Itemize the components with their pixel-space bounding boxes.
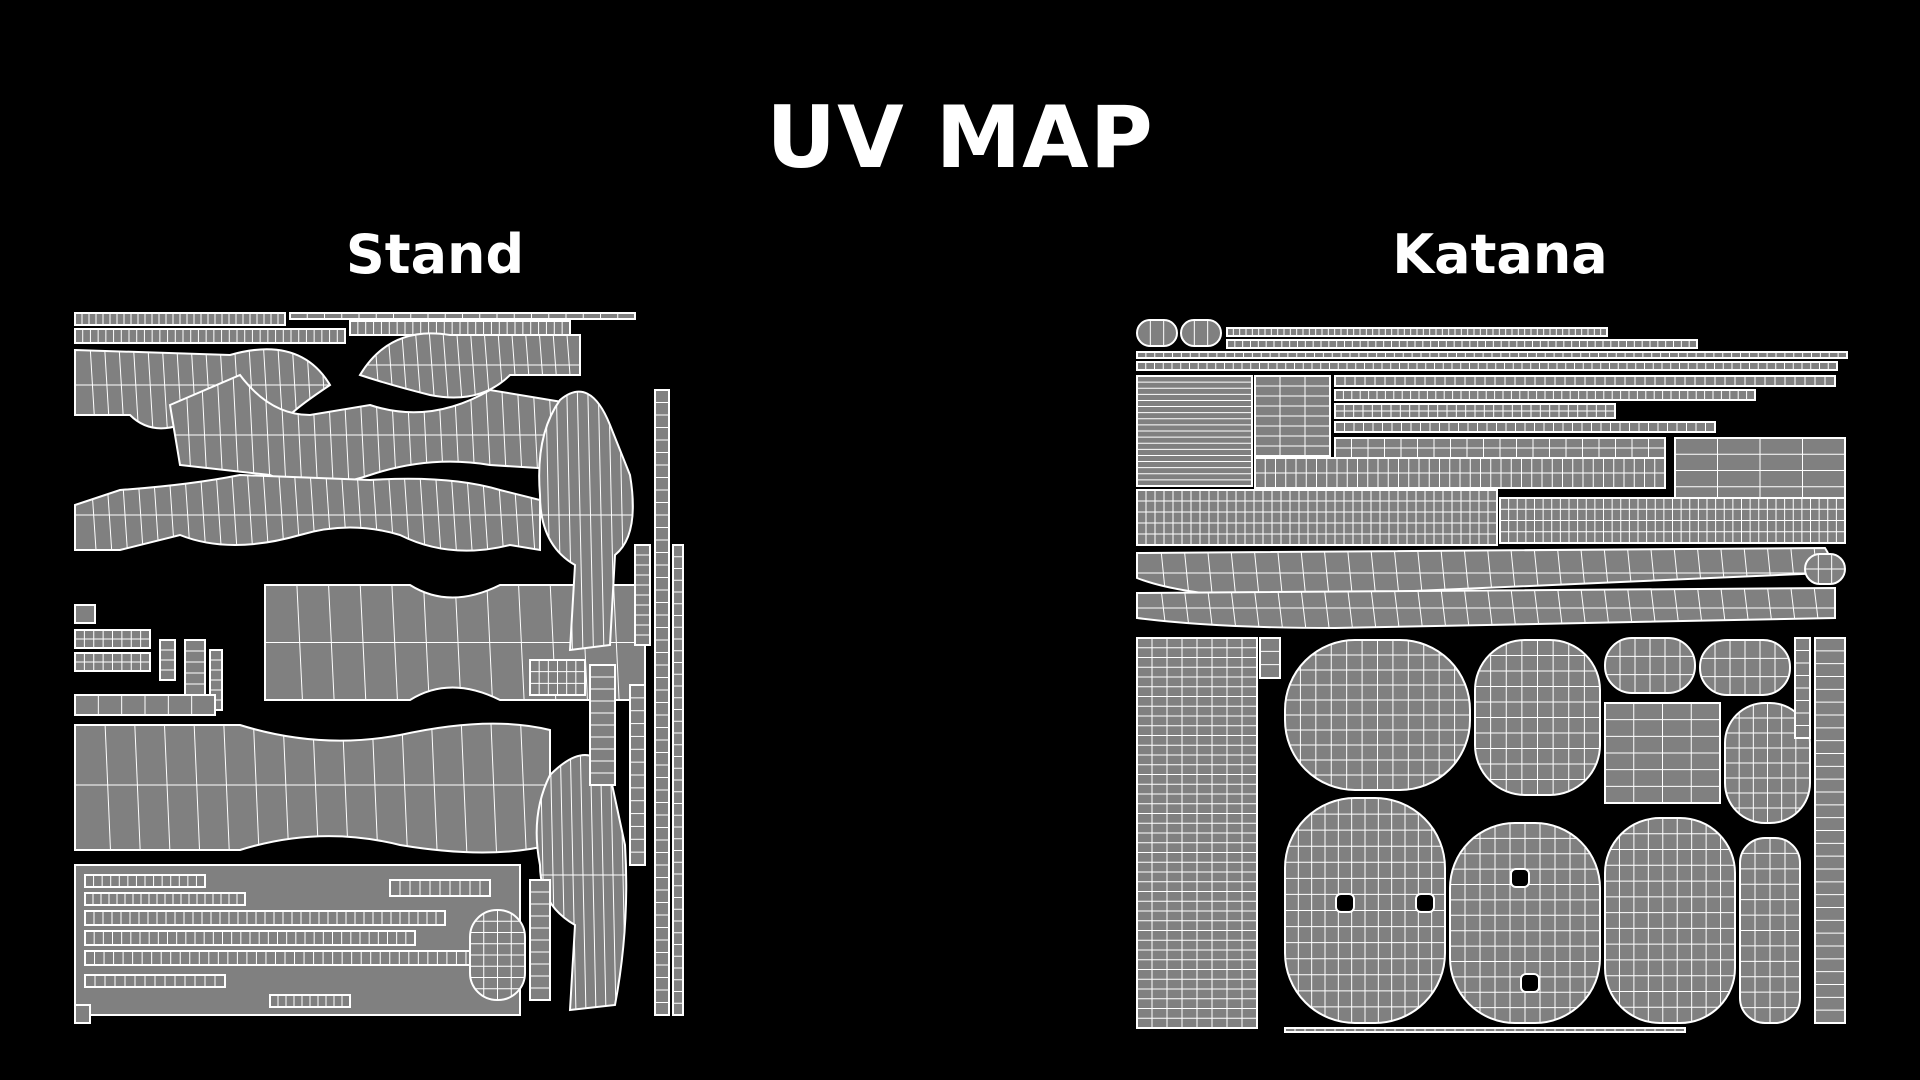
uv-island-round — [1284, 639, 1471, 791]
uv-strip — [84, 892, 246, 906]
uv-block — [1136, 637, 1258, 1029]
uv-strip — [1334, 375, 1836, 387]
uv-hole — [1510, 868, 1530, 888]
uv-block — [529, 659, 586, 696]
uv-island-round — [469, 909, 526, 1001]
uv-block — [159, 639, 176, 681]
uv-island-round — [1180, 319, 1222, 347]
uv-strip — [1334, 403, 1616, 419]
uv-column — [672, 544, 684, 1016]
page-title: UV MAP — [766, 88, 1154, 188]
uv-block — [1254, 375, 1331, 457]
uv-hole — [1520, 973, 1540, 993]
uv-block — [74, 1004, 91, 1024]
uv-strip — [269, 994, 351, 1008]
uv-island-curved — [358, 332, 581, 399]
katana-uv-layout — [1136, 319, 1848, 1033]
uv-island-round — [1604, 817, 1736, 1024]
uv-strip — [1136, 351, 1848, 359]
stand-uv-layout — [74, 312, 684, 1024]
uv-strip — [349, 320, 571, 336]
uv-island-round — [1474, 639, 1601, 796]
uv-strip — [84, 930, 416, 946]
uv-block — [1259, 637, 1281, 679]
uv-strip — [1334, 421, 1716, 433]
uv-strip — [1226, 327, 1608, 337]
uv-strip — [1136, 361, 1838, 371]
uv-hole — [1415, 893, 1435, 913]
uv-strip — [1226, 339, 1698, 349]
uv-column — [654, 389, 670, 1016]
uv-strip — [389, 879, 491, 897]
uv-block — [1604, 702, 1721, 804]
uv-block — [74, 604, 96, 624]
uv-block — [74, 652, 151, 672]
uv-island-round — [1739, 837, 1801, 1024]
uv-strip — [289, 312, 636, 320]
uv-island-round — [1604, 637, 1696, 694]
uv-island-round — [1136, 319, 1178, 347]
uv-island-round — [1804, 553, 1846, 585]
uv-block — [1136, 489, 1498, 546]
uv-block — [184, 639, 206, 696]
uv-column — [1814, 637, 1846, 1024]
uv-strip — [1284, 1027, 1686, 1033]
uv-strip — [84, 910, 446, 926]
uv-island-round — [1449, 822, 1601, 1024]
uv-strip — [84, 874, 206, 888]
katana-label: Katana — [1392, 223, 1608, 286]
uv-block — [1254, 457, 1666, 489]
uv-island-curved — [74, 722, 551, 854]
uv-island-round — [1699, 639, 1791, 696]
uv-column — [634, 544, 651, 646]
uv-strip — [1334, 389, 1756, 401]
uv-hole — [1335, 893, 1355, 913]
uv-strip — [74, 328, 346, 344]
uv-block — [1499, 497, 1846, 544]
uv-island-round — [1284, 797, 1446, 1024]
stand-label: Stand — [345, 223, 525, 286]
uv-block — [589, 664, 616, 786]
uv-column — [1794, 637, 1811, 739]
uv-block — [529, 879, 551, 1001]
uv-block — [629, 684, 646, 866]
uv-strip — [84, 974, 226, 988]
uv-block — [74, 629, 151, 649]
uv-block — [1136, 375, 1253, 487]
uv-island-round — [1724, 702, 1811, 824]
uv-strip — [74, 312, 286, 326]
uv-block — [1674, 437, 1846, 504]
uv-block — [74, 694, 216, 716]
uv-island-curved — [74, 473, 541, 552]
uv-strip — [84, 950, 486, 966]
